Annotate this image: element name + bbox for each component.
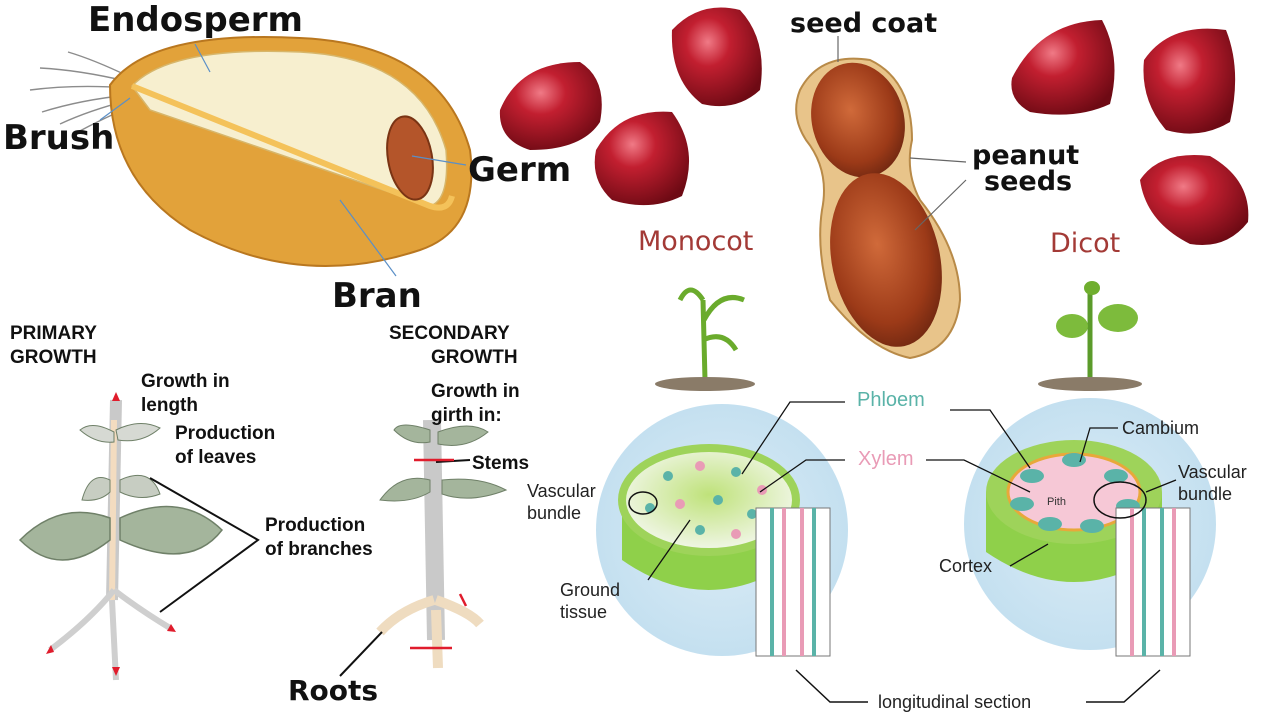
dicot-soil — [1038, 377, 1142, 391]
production-of-leaves-line2: of leaves — [175, 447, 257, 468]
monocot-vascular-bundles — [645, 461, 767, 539]
primary-growth-title-line2: GROWTH — [10, 347, 97, 368]
peanut-seeds-label-line1: peanut — [972, 140, 1080, 171]
aril — [1140, 155, 1249, 246]
roots — [48, 587, 172, 681]
monocot-longitudinal-strip — [755, 507, 831, 657]
pith-label: Pith — [1047, 496, 1066, 508]
monocot-vascular-bundle-line1: Vascular — [527, 481, 596, 501]
cortex-label: Cortex — [939, 556, 993, 576]
leaf — [79, 425, 115, 443]
germ — [386, 115, 434, 201]
endosperm-leader-line — [194, 43, 211, 73]
primary-growth-title-line1: PRIMARY — [10, 323, 97, 344]
bran-label: Bran — [332, 276, 422, 316]
cut-face-rim — [130, 83, 455, 211]
stem — [423, 419, 445, 641]
ground-tissue-leader — [647, 519, 691, 581]
growth-arrows — [410, 458, 468, 650]
secondary-growth-title-line2: GROWTH — [431, 347, 518, 368]
peanut-seeds-label-line2: seeds — [984, 166, 1073, 197]
peanut-seed-top — [811, 62, 905, 178]
dicot-vascular-bundle-line1: Vascular — [1178, 462, 1247, 482]
longitudinal-bracket — [795, 669, 1161, 703]
leaf — [18, 511, 111, 561]
phloem-leader-dicot — [950, 409, 1031, 469]
brush-leader-line — [99, 97, 131, 121]
xylem-leader-mono — [759, 459, 845, 493]
aril — [671, 7, 762, 107]
monocot-vascular-bundle-line2: bundle — [527, 503, 582, 523]
aril — [1143, 28, 1236, 134]
endosperm-body — [131, 50, 448, 207]
cortex-leader — [1009, 543, 1049, 567]
peanut-seeds-leader — [909, 157, 967, 231]
growth-in-girth-line1: Growth in — [431, 381, 520, 402]
bran-leader-line — [339, 199, 397, 277]
vascular-bundle-callout — [628, 491, 658, 515]
production-of-branches-line2: of branches — [265, 539, 373, 560]
monocot-soil — [655, 377, 755, 391]
peanut-seed-bottom — [830, 173, 942, 347]
leaf — [119, 474, 161, 498]
secondary-growth-title-line1: SECONDARY — [389, 323, 510, 344]
dicot-title: Dicot — [1050, 228, 1121, 259]
dicot-leaf — [1056, 314, 1088, 338]
leaf — [81, 477, 111, 501]
monocot-title: Monocot — [638, 226, 754, 257]
monocot-cross-section — [596, 287, 848, 657]
roots-label: Roots — [288, 674, 379, 707]
longitudinal-section-label: longitudinal section — [878, 692, 1032, 712]
monocot-seedling — [677, 287, 745, 381]
growth-in-girth-line2: girth in: — [431, 405, 502, 426]
growth-in-length-line1: Growth in — [141, 371, 230, 392]
xylem-label: Xylem — [858, 448, 914, 470]
dicot-longitudinal-strip — [1115, 507, 1191, 657]
peanut-illustration — [795, 36, 967, 360]
phloem-leader-mono — [741, 401, 845, 475]
dicot-cross-section — [926, 281, 1216, 657]
xylem-leader-dicot — [926, 459, 1031, 493]
cambium-label: Cambium — [1122, 418, 1200, 438]
brush-label: Brush — [3, 118, 115, 158]
dicot-vascular-bundle-line2: bundle — [1178, 484, 1233, 504]
leaf — [119, 505, 224, 555]
branches-bracket — [149, 477, 260, 613]
secondary-growth-plant — [339, 419, 508, 677]
wheat-kernel-illustration — [29, 35, 473, 277]
phloem-label: Phloem — [857, 389, 925, 411]
leaf — [441, 478, 508, 499]
aril — [499, 62, 602, 150]
dicot-vascular-leader — [1145, 479, 1177, 493]
roots-leader — [339, 631, 383, 677]
pomegranate-arils — [499, 7, 1249, 246]
endosperm-label: Endosperm — [88, 0, 303, 40]
growth-arrows — [46, 392, 176, 676]
ground-tissue-line2: tissue — [560, 602, 608, 622]
stem-tip — [109, 419, 117, 601]
cambium-leader — [1079, 427, 1118, 463]
primary-growth-plant — [18, 392, 260, 681]
roots — [376, 595, 484, 669]
aril — [1011, 20, 1115, 115]
seed-coat-label: seed coat — [790, 8, 938, 39]
leaf — [393, 424, 431, 444]
germ-label: Germ — [468, 150, 572, 190]
leaf — [437, 425, 489, 446]
stems-label: Stems — [472, 453, 530, 474]
dicot-leaf — [1084, 281, 1100, 295]
dicot-vascular-callout — [1093, 481, 1147, 519]
production-of-branches-line1: Production — [265, 515, 366, 536]
ground-tissue-line1: Ground — [560, 580, 621, 600]
leaf — [379, 477, 431, 502]
production-of-leaves-line1: Production — [175, 423, 276, 444]
dicot-leaf — [1098, 304, 1138, 332]
leaf — [115, 423, 161, 442]
aril — [594, 111, 690, 206]
germ-leader-line — [411, 155, 467, 166]
growth-in-length-line2: length — [141, 395, 198, 416]
